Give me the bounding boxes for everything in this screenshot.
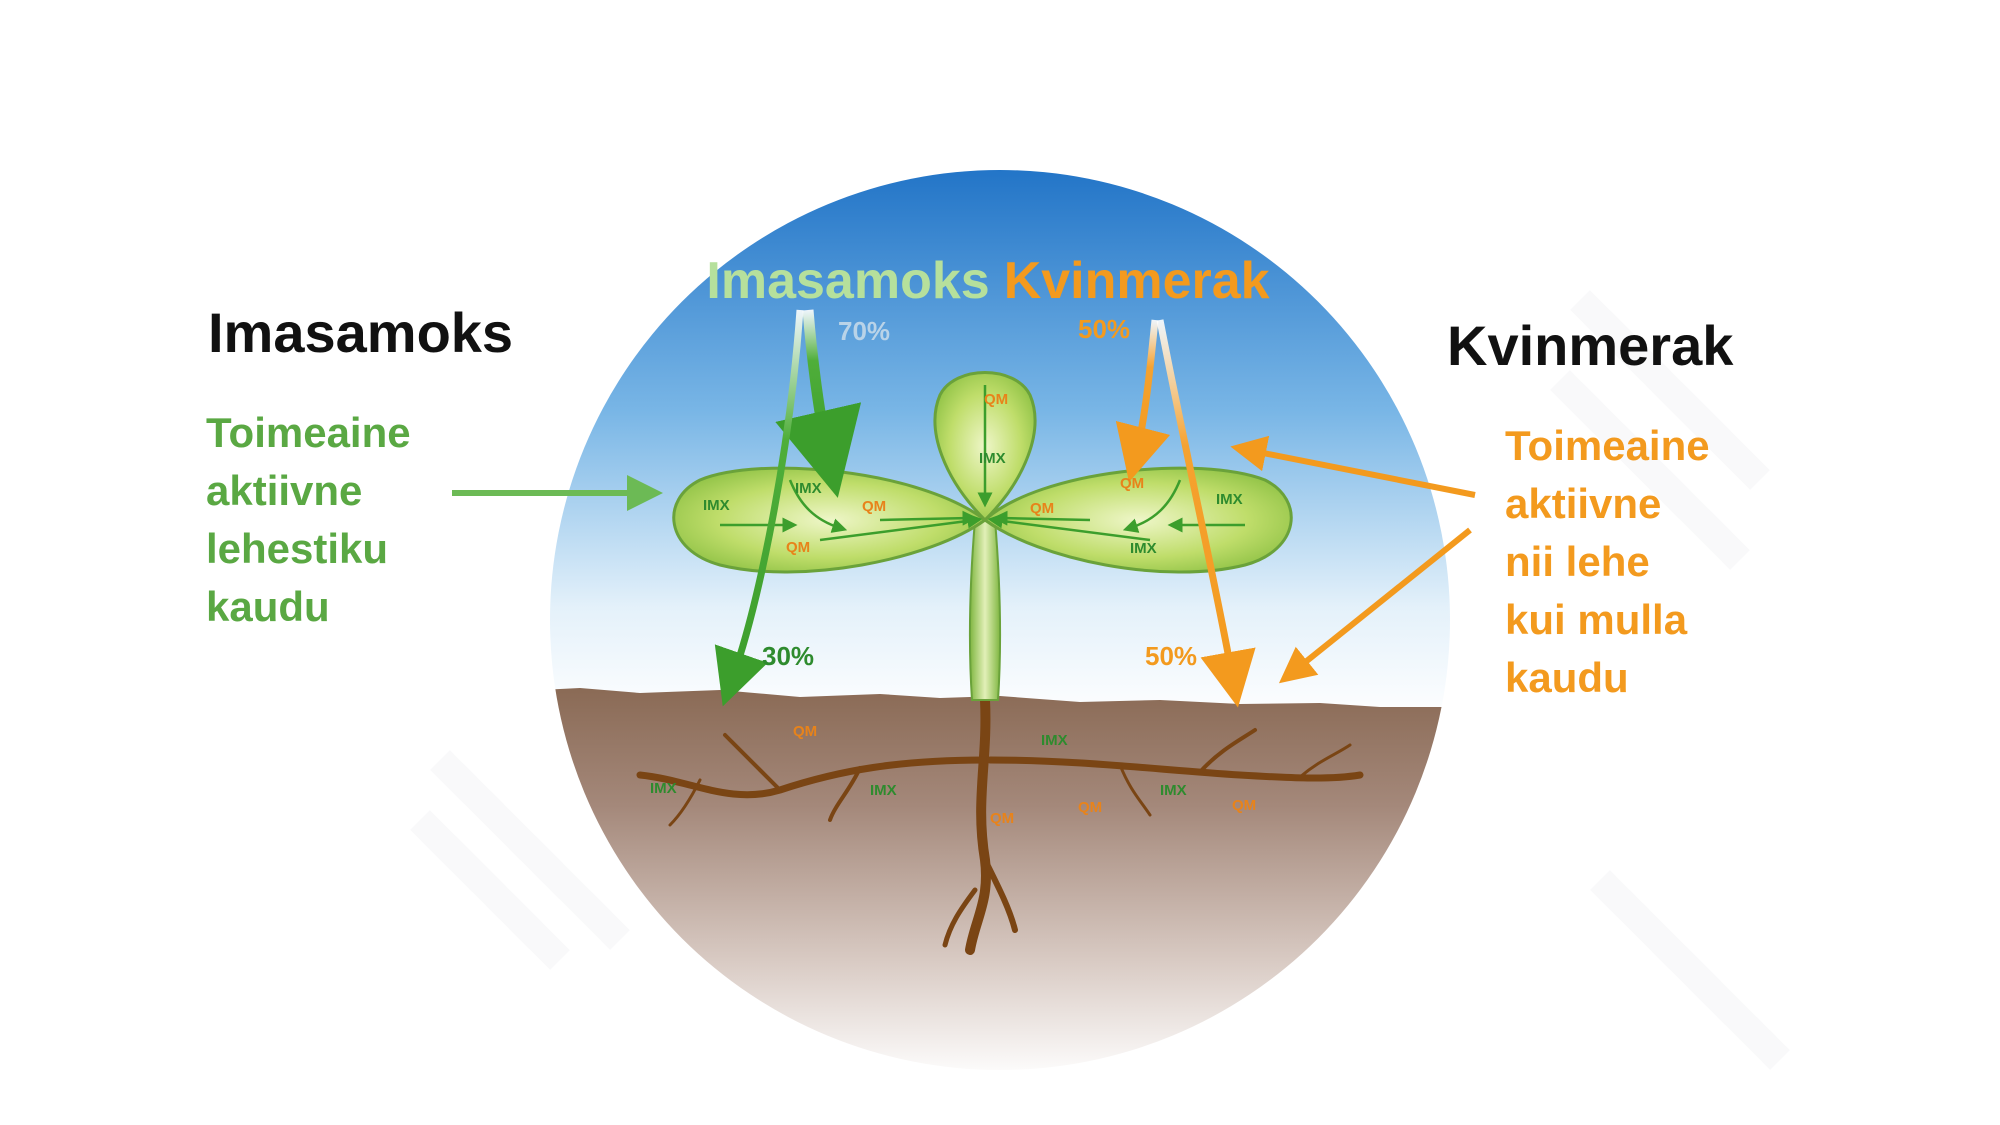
pct-orange-leaf: 50%	[1078, 314, 1130, 344]
left-desc-line: aktiivne	[206, 467, 363, 514]
leaf-label: QM	[862, 498, 886, 515]
soil-label: QM	[1078, 799, 1102, 816]
roots	[636, 695, 1364, 955]
leaf-label: IMX	[1130, 540, 1157, 557]
circle-scene	[550, 170, 1450, 1070]
pct-green-leaf: 70%	[838, 316, 890, 346]
soil-label: QM	[1232, 797, 1256, 814]
leaf-label: QM	[984, 391, 1008, 408]
imasamoks-flow-arrows	[714, 309, 862, 707]
pct-green-soil: 30%	[762, 641, 814, 671]
right-desc-line: aktiivne	[1505, 480, 1662, 527]
leaf-label: IMX	[979, 450, 1006, 467]
green-arrow-to-soil	[714, 309, 804, 707]
leaf-label: QM	[786, 539, 810, 556]
left-description: Toimeaine aktiivne lehestiku kaudu	[206, 404, 411, 636]
kvinmerak-flow-arrows	[1115, 319, 1256, 708]
right-desc-line: kui mulla	[1505, 596, 1688, 643]
soil-labels: QM IMX IMX IMX QM QM IMX QM	[650, 723, 1256, 827]
headline-kvinmerak: Kvinmerak	[1004, 252, 1270, 310]
soil-label: IMX	[650, 780, 677, 797]
leaf-flow-arrows	[720, 385, 1245, 542]
circle-headline: Imasamoks Kvinmerak	[706, 252, 1269, 310]
left-desc-line: kaudu	[206, 583, 330, 630]
left-title: Imasamoks	[208, 301, 514, 364]
pct-orange-soil: 50%	[1145, 641, 1197, 671]
background-pattern	[410, 290, 1790, 1070]
leaf-label: QM	[1030, 500, 1054, 517]
right-desc-line: nii lehe	[1505, 538, 1650, 585]
orange-arrow-to-soil	[1156, 319, 1256, 708]
right-pointer-arrow-soil	[1278, 527, 1472, 684]
leaf-right-labels: QM IMX QM IMX	[1030, 475, 1243, 557]
right-pointer-arrow-leaf	[1230, 435, 1476, 498]
right-title: Kvinmerak	[1447, 314, 1734, 377]
left-desc-line: lehestiku	[206, 525, 389, 572]
leaf-label: QM	[1120, 475, 1144, 492]
leaf-label: IMX	[1216, 491, 1243, 508]
soil-label: IMX	[1041, 732, 1068, 749]
green-arrow-to-leaf	[775, 309, 862, 498]
right-desc-line: Toimeaine	[1505, 422, 1710, 469]
leaf-left-labels: IMX IMX QM QM	[703, 480, 886, 556]
headline-imasamoks: Imasamoks	[706, 252, 989, 310]
right-description: Toimeaine aktiivne nii lehe kui mulla ka…	[1505, 417, 1710, 707]
leaf-label: IMX	[795, 480, 822, 497]
leaf-label: IMX	[703, 497, 730, 514]
soil-label: IMX	[870, 782, 897, 799]
soil-label: QM	[990, 810, 1014, 827]
soil-label: QM	[793, 723, 817, 740]
left-desc-line: Toimeaine	[206, 409, 411, 456]
orange-arrow-to-leaf	[1115, 319, 1171, 483]
soil-label: IMX	[1160, 782, 1187, 799]
stem	[968, 519, 1002, 701]
right-desc-line: kaudu	[1505, 654, 1629, 701]
leaf-top-labels: QM IMX	[979, 391, 1008, 467]
